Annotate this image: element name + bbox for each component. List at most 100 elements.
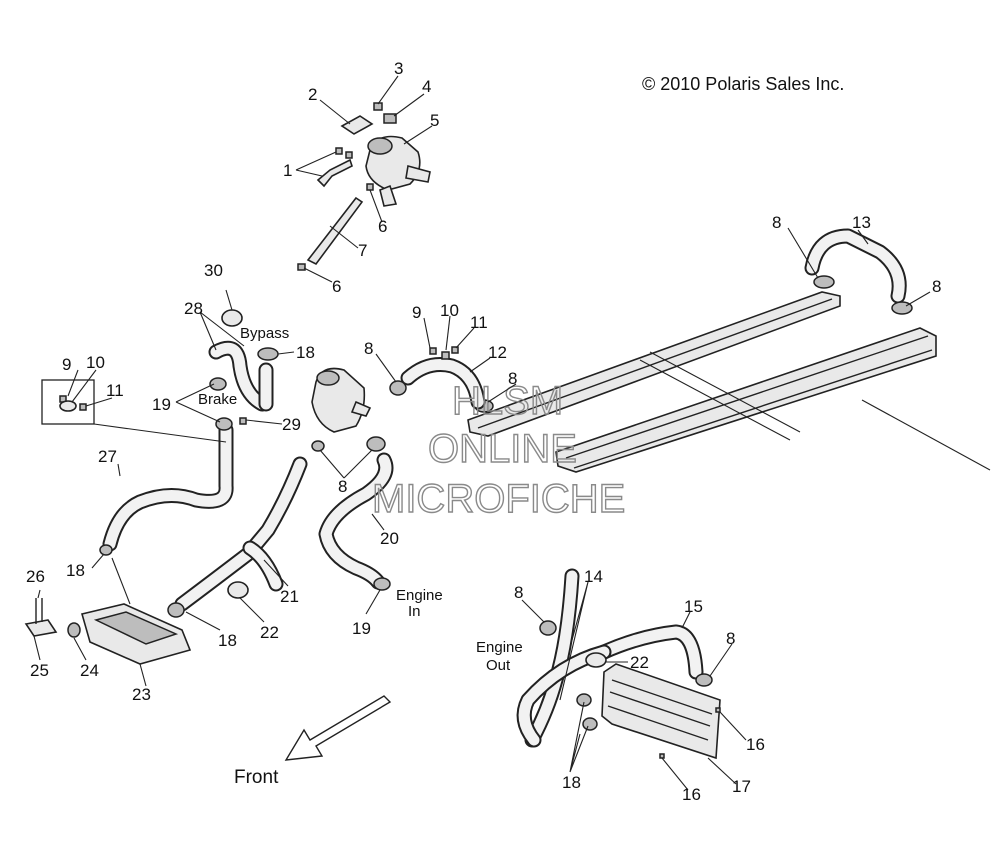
tube-section-line-a [639, 359, 791, 441]
hose-12-group [389, 346, 486, 410]
callout-6a: 6 [378, 217, 387, 236]
reservoir-lower-neck [379, 184, 398, 207]
copyright-text: © 2010 Polaris Sales Inc. [642, 74, 844, 94]
spring-clamp-4 [383, 113, 397, 124]
clamp-22a [227, 581, 249, 599]
hose-27 [102, 422, 234, 552]
leader-14 [559, 581, 589, 701]
leader-8e [319, 449, 373, 479]
leader-4 [393, 93, 425, 117]
reservoir-outlet [405, 164, 431, 183]
hose-14a-fill [526, 570, 578, 746]
leader-18-lower [91, 553, 105, 569]
left-tube-edge [477, 298, 833, 429]
detail-frame [41, 379, 95, 425]
leader-5 [403, 125, 433, 145]
callout-11b: 11 [470, 313, 488, 332]
callout-22a: 22 [260, 623, 279, 642]
hose-27-fill [104, 424, 232, 550]
clamp-8-engine-out [539, 620, 557, 636]
clamp-19a [209, 377, 227, 391]
fitting-1b [345, 151, 353, 159]
leader-15 [681, 611, 691, 629]
callout-14: 14 [584, 567, 603, 586]
callout-19b: 19 [352, 619, 371, 638]
clamp-8-hose-15 [695, 673, 713, 687]
callout-18-hose-21: 18 [218, 631, 237, 650]
reservoir-gasket [340, 115, 374, 135]
callout-8b: 8 [932, 277, 941, 296]
callout-8a: 8 [772, 213, 781, 232]
callout-3: 3 [394, 59, 403, 78]
screw-16b [659, 753, 665, 759]
leader-10a [71, 369, 97, 403]
clamp-10a [59, 400, 77, 412]
callout-15: 15 [684, 597, 703, 616]
hose-21-branch-fill [244, 542, 282, 590]
leader-19-engine-in [365, 589, 381, 615]
leader-17 [707, 757, 737, 785]
clamp-19b [215, 417, 233, 431]
callout-19a: 19 [152, 395, 171, 414]
leader-9a [67, 369, 79, 397]
detail-leader [93, 423, 227, 443]
callout-10a: 10 [86, 353, 105, 372]
radiator-17-fins [607, 679, 713, 741]
callout-11a: 11 [106, 381, 124, 400]
clamp-6a [366, 183, 374, 191]
callout-21: 21 [280, 587, 299, 606]
leader-8f [521, 599, 545, 623]
callout-25: 25 [30, 661, 49, 680]
clamp-18-rad-b [582, 717, 598, 731]
callout-27: 27 [98, 447, 117, 466]
callout-4: 4 [422, 77, 431, 96]
leader-16a [719, 711, 747, 741]
watermark: HLSM ONLINE MICROFICHE [371, 378, 626, 521]
lower-radiator-group [516, 568, 721, 760]
front-arrow [284, 695, 392, 761]
front-arrow-shape [284, 695, 392, 761]
leader-lines [33, 75, 931, 791]
bypass-hose-28a-fill [210, 342, 268, 410]
callout-8d: 8 [508, 369, 517, 388]
leader-30 [225, 289, 233, 311]
underbody-cooling-tubes [467, 228, 991, 473]
leader-8d [487, 383, 517, 403]
leader-10b [445, 315, 451, 351]
callout-17: 17 [732, 777, 751, 796]
overflow-tube-7 [306, 196, 364, 266]
fitting-3 [373, 102, 383, 111]
label-engine-out-1: Engine [476, 639, 523, 656]
fitting-11b [451, 346, 459, 354]
callout-28: 28 [184, 299, 203, 318]
heater-hose-link [111, 557, 131, 605]
label-brake: Brake [198, 391, 237, 408]
leader-6b [303, 267, 333, 283]
screw-16a [715, 707, 721, 713]
callout-8e: 8 [338, 477, 347, 496]
callout-7: 7 [358, 241, 367, 260]
callout-22b: 22 [630, 653, 649, 672]
right-tube-edge [565, 335, 929, 459]
callout-1: 1 [283, 161, 292, 180]
leader-1 [295, 151, 337, 177]
leader-23 [139, 663, 147, 687]
callout-20: 20 [380, 529, 399, 548]
leader-18-hose-21 [185, 611, 221, 631]
clamp-6b [297, 263, 306, 271]
clamp-19-engine-in [373, 577, 391, 591]
fitting-9b [429, 347, 437, 355]
callout-6b: 6 [332, 277, 341, 296]
clamp-8-mid-a [311, 440, 325, 452]
leader-26 [37, 589, 41, 599]
right-cooling-tube [555, 327, 937, 473]
clamp-30 [221, 309, 243, 327]
leader-20 [371, 513, 385, 531]
label-engine-out-2: Out [486, 657, 511, 674]
leader-18-rad [569, 701, 589, 773]
callout-9a: 9 [62, 355, 71, 374]
leader-27 [117, 463, 121, 477]
leader-18-bypass [277, 351, 295, 355]
callout-8f: 8 [514, 583, 523, 602]
fitting-29 [239, 417, 247, 425]
